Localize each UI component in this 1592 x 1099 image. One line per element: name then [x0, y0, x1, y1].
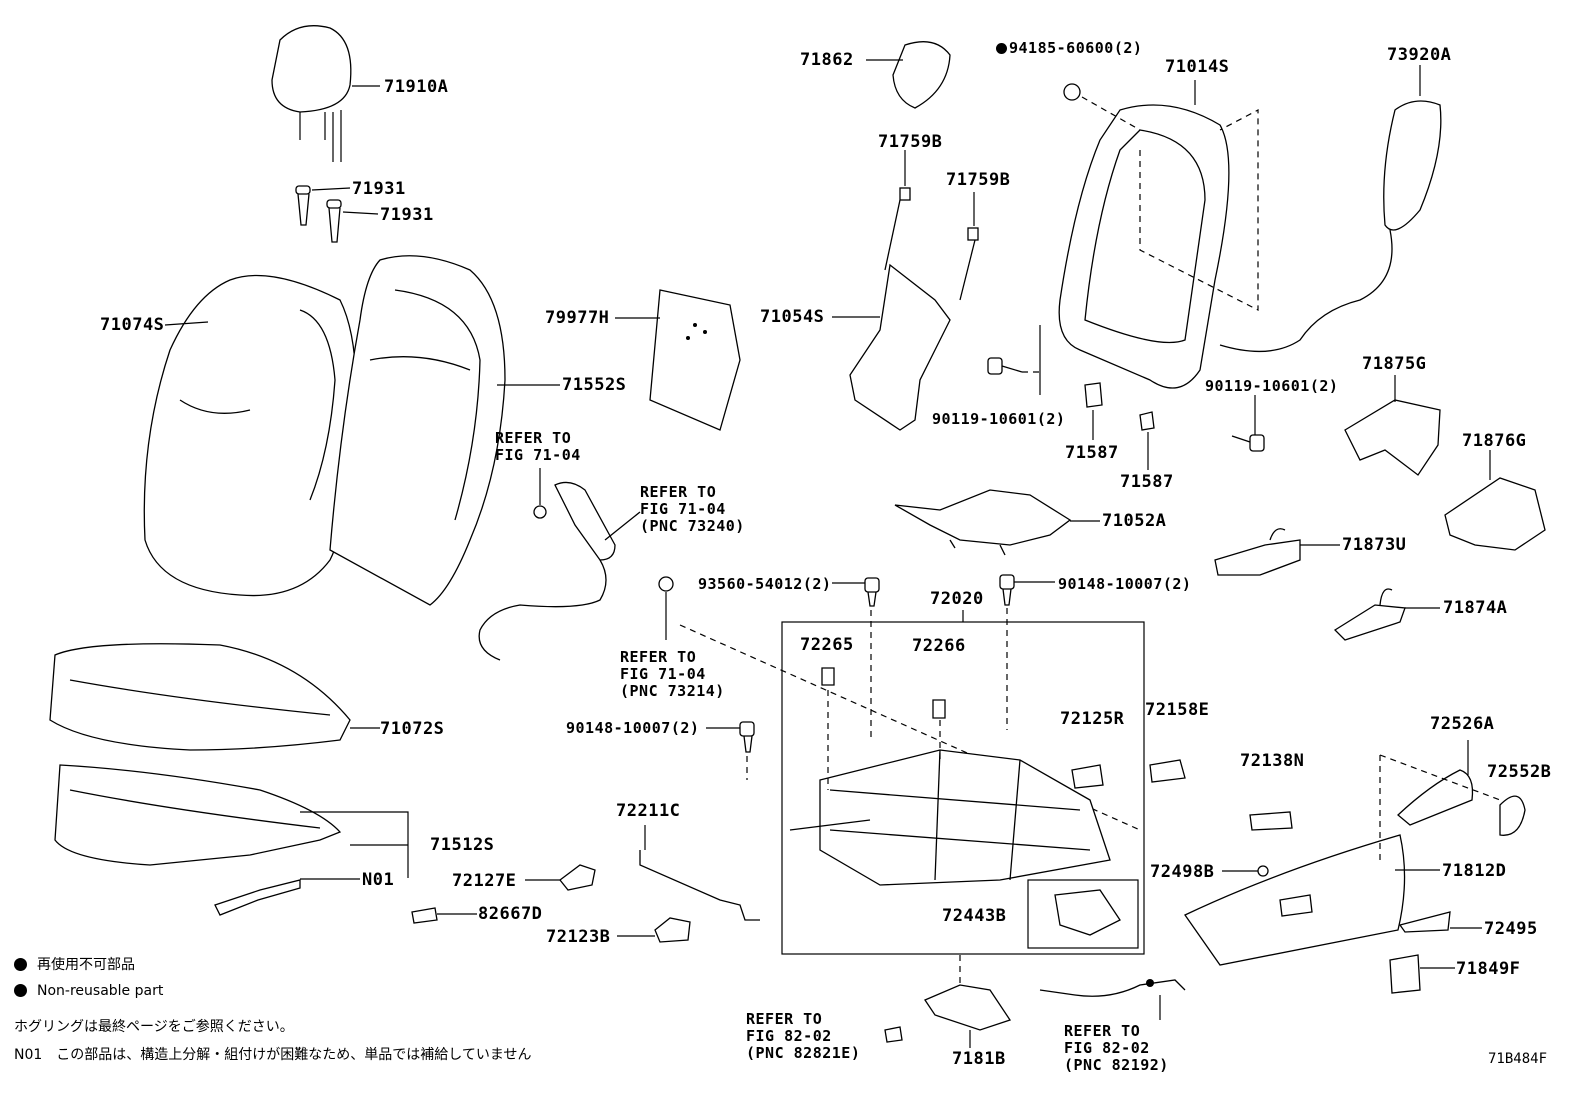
- label-72158e: 72158E: [1145, 700, 1210, 720]
- label-71862: 71862: [800, 50, 854, 70]
- label-7181b: 7181B: [952, 1049, 1006, 1069]
- right-side-parts-drawing: [1149, 740, 1526, 994]
- pad-79977h-drawing: [615, 289, 741, 431]
- label-72138n: 72138N: [1240, 751, 1305, 771]
- label-71072s: 71072S: [380, 719, 445, 739]
- headrest-guide-drawing: [295, 185, 379, 243]
- label-71052a: 71052A: [1102, 511, 1167, 531]
- cover-71873u-drawing: [1214, 528, 1440, 641]
- refer-fig-82-02-pnc-82192: REFER TO FIG 82-02 (PNC 82192): [1064, 1022, 1169, 1074]
- label-94185: 94185-60600(2): [996, 39, 1142, 57]
- label-71874a: 71874A: [1443, 598, 1508, 618]
- label-72498b: 72498B: [1150, 862, 1215, 882]
- bracket-7181b-drawing: [884, 955, 1186, 1048]
- seat-cushion-cover-drawing: [49, 643, 380, 751]
- part-n01-drawing: [214, 878, 360, 916]
- seatback-frame-drawing: [1058, 80, 1259, 389]
- label-71587-right: 71587: [1120, 472, 1174, 492]
- cover-71862-drawing: [866, 41, 951, 109]
- label-71875g: 71875G: [1362, 354, 1427, 374]
- non-reusable-dot-icon: [14, 984, 27, 997]
- refer-fig-71-04-pnc-73214: REFER TO FIG 71-04 (PNC 73214): [620, 648, 725, 700]
- legend-jp-row: 再使用不可部品: [14, 956, 135, 974]
- label-71759b-left: 71759B: [878, 132, 943, 152]
- label-n01: N01: [362, 870, 395, 890]
- clip-71587-drawing: [1084, 382, 1155, 470]
- label-71931-upper: 71931: [352, 179, 406, 199]
- legend-en-text: Non-reusable part: [37, 983, 164, 999]
- non-reusable-marker: [996, 43, 1007, 54]
- label-71587-left: 71587: [1065, 443, 1119, 463]
- label-72020: 72020: [930, 589, 984, 609]
- label-72127e: 72127E: [452, 871, 517, 891]
- label-71512s: 71512S: [430, 835, 495, 855]
- label-73920a: 73920A: [1387, 45, 1452, 65]
- label-72266: 72266: [912, 636, 966, 656]
- legend-jp-text: 再使用不可部品: [37, 957, 135, 973]
- label-72552b: 72552B: [1487, 762, 1552, 782]
- label-72526a: 72526A: [1430, 714, 1495, 734]
- detail-72443b-box: [1027, 879, 1139, 949]
- figure-id: 71B484F: [1488, 1051, 1548, 1067]
- seatbelt-buckle-drawing: [478, 468, 674, 661]
- label-72443b: 72443B: [942, 906, 1007, 926]
- label-71849f: 71849F: [1456, 959, 1521, 979]
- label-93560: 93560-54012(2): [698, 575, 832, 593]
- headrest-drawing: [271, 25, 380, 162]
- refer-fig-82-02-pnc-82821e: REFER TO FIG 82-02 (PNC 82821E): [746, 1010, 861, 1062]
- label-71812d: 71812D: [1442, 861, 1507, 881]
- label-72211c: 72211C: [616, 801, 681, 821]
- label-72265: 72265: [800, 635, 854, 655]
- label-71014s: 71014S: [1165, 57, 1230, 77]
- refer-fig-71-04-a: REFER TO FIG 71-04: [495, 429, 581, 464]
- label-72495: 72495: [1484, 919, 1538, 939]
- bolt-90119-drawing: [987, 325, 1265, 452]
- side-airbag-drawing: [1219, 65, 1442, 353]
- legend-en-row: Non-reusable part: [14, 982, 163, 1000]
- label-90148-left: 90148-10007(2): [566, 719, 700, 737]
- seat-cushion-pad-drawing: [54, 764, 409, 878]
- small-parts-drawing: [411, 825, 760, 943]
- lumbar-frame-drawing: [832, 150, 979, 431]
- label-72125r: 72125R: [1060, 709, 1125, 729]
- wire-harness-71052a-drawing: [894, 489, 1100, 556]
- label-71759b-right: 71759B: [946, 170, 1011, 190]
- label-79977h: 79977H: [545, 308, 610, 328]
- label-71054s: 71054S: [760, 307, 825, 327]
- label-82667d: 82667D: [478, 904, 543, 924]
- label-94185-text: 94185-60600(2): [1009, 39, 1143, 57]
- label-71931-lower: 71931: [380, 205, 434, 225]
- hog-ring-note: ホグリングは最終ページをご参照ください。: [14, 1019, 294, 1035]
- seatback-pad-drawing: [329, 255, 560, 606]
- label-71552s: 71552S: [562, 375, 627, 395]
- non-reusable-dot-icon: [14, 958, 27, 971]
- label-71910a: 71910A: [384, 77, 449, 97]
- label-72123b: 72123B: [546, 927, 611, 947]
- cover-71875g-drawing: [1344, 375, 1546, 551]
- seatback-cover-drawing: [143, 274, 357, 597]
- label-90119-right: 90119-10601(2): [1205, 377, 1339, 395]
- n01-note: N01 この部品は、構造上分解・組付けが困難なため、単品では補給していません: [14, 1047, 532, 1063]
- label-90119-left: 90119-10601(2): [932, 410, 1066, 428]
- label-71876g: 71876G: [1462, 431, 1527, 451]
- refer-fig-71-04-pnc-73240: REFER TO FIG 71-04 (PNC 73240): [640, 483, 745, 535]
- seat-track-drawing: [789, 667, 1121, 936]
- label-71074s: 71074S: [100, 315, 165, 335]
- label-90148-right: 90148-10007(2): [1058, 575, 1192, 593]
- label-71873u: 71873U: [1342, 535, 1407, 555]
